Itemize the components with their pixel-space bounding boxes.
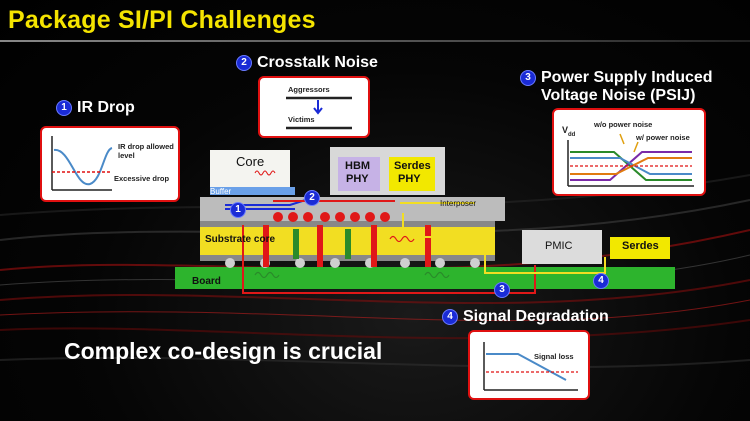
marker-4: 4 bbox=[593, 273, 609, 289]
marker-badge: 3 bbox=[520, 70, 536, 86]
psij-heading-line1: 3 Power Supply Induced bbox=[520, 69, 713, 87]
serdes-ext-label: Serdes bbox=[622, 240, 659, 252]
aggressors-label: Aggressors bbox=[288, 85, 330, 94]
crosstalk-panel: Aggressors Victims bbox=[258, 76, 370, 138]
page-title: Package SI/PI Challenges bbox=[8, 6, 316, 34]
marker-3: 3 bbox=[494, 282, 510, 298]
signal-loss-label: Signal loss bbox=[534, 352, 574, 361]
hbm-line1: HBM bbox=[345, 160, 371, 172]
psij-panel: Vdd w/o power noise w/ power noise bbox=[552, 108, 706, 196]
ir-drop-panel: IR drop allowed level Excessive drop bbox=[40, 126, 180, 202]
marker-badge: 2 bbox=[236, 55, 252, 71]
ir-drop-graph bbox=[51, 136, 113, 191]
hbm-line2: PHY bbox=[346, 173, 369, 185]
signal-title: Signal Degradation bbox=[463, 308, 609, 325]
signal-panel: Signal loss bbox=[468, 330, 590, 400]
tagline: Complex co-design is crucial bbox=[64, 338, 383, 364]
ir-drop-allowed-label: IR drop allowed level bbox=[118, 142, 174, 160]
crosstalk-graph bbox=[286, 96, 352, 130]
crosstalk-title: Crosstalk Noise bbox=[257, 54, 378, 71]
marker-badge: 1 bbox=[56, 100, 72, 116]
vdd-label: Vdd bbox=[562, 125, 576, 138]
core-label: Core bbox=[236, 154, 265, 169]
ir-drop-title: IR Drop bbox=[77, 99, 135, 116]
signal-graph bbox=[483, 342, 578, 391]
crosstalk-heading: 2 Crosstalk Noise bbox=[236, 54, 378, 72]
serdes-phy-line2: PHY bbox=[398, 173, 421, 185]
psij-title-line1: Power Supply Induced bbox=[541, 69, 713, 86]
ir-drop-excessive-label: Excessive drop bbox=[114, 174, 170, 183]
victims-label: Victims bbox=[288, 115, 315, 124]
marker-2: 2 bbox=[304, 190, 320, 206]
substrate-label: Substrate core bbox=[205, 234, 276, 245]
psij-graph bbox=[567, 133, 694, 187]
pmic-label: PMIC bbox=[545, 240, 573, 252]
without-noise-label: w/o power noise bbox=[594, 120, 653, 129]
board-label: Board bbox=[192, 276, 221, 287]
marker-1: 1 bbox=[230, 202, 246, 218]
serdes-phy-line1: Serdes bbox=[394, 160, 431, 172]
ir-drop-heading: 1 IR Drop bbox=[56, 99, 135, 117]
signal-heading: 4 Signal Degradation bbox=[442, 308, 609, 326]
marker-badge: 4 bbox=[442, 309, 458, 325]
package-stack bbox=[175, 147, 675, 294]
psij-title-line2: Voltage Noise (PSIJ) bbox=[541, 87, 696, 104]
buffer-label: Buffer bbox=[210, 187, 232, 196]
with-noise-label: w/ power noise bbox=[636, 133, 690, 142]
title-divider bbox=[0, 40, 750, 42]
interposer-label: Interposer bbox=[440, 199, 477, 208]
